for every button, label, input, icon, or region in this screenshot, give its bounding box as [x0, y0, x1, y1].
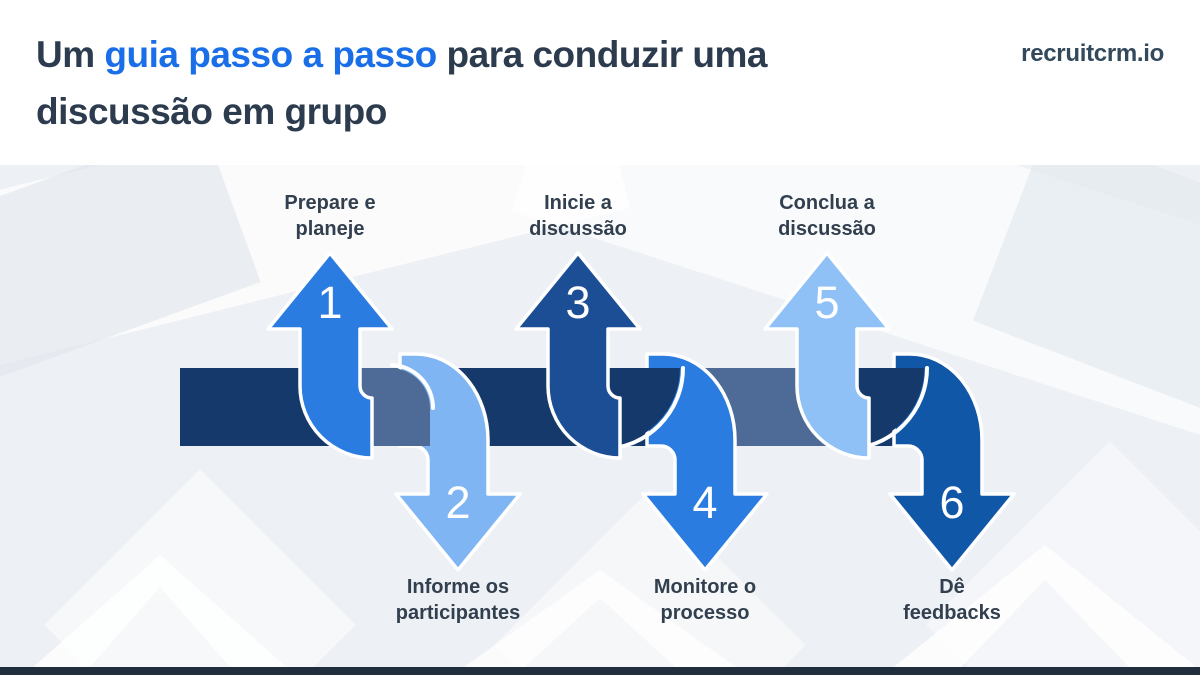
- step-4-number: 4: [692, 477, 718, 528]
- title-highlight: guia passo a passo: [104, 34, 437, 75]
- step-5-arrow: [763, 251, 891, 460]
- step-1-arrow: [266, 251, 394, 460]
- page-title: Um guia passo a passo para conduzir uma …: [36, 26, 768, 140]
- step-2-number: 2: [445, 477, 471, 528]
- step-label-line: Monitore o: [653, 576, 757, 598]
- step-label-line: participantes: [395, 602, 521, 624]
- brand-logo: recruitcrm.io: [1021, 40, 1164, 67]
- step-label-line: discussão: [529, 218, 627, 240]
- title-line2: discussão em grupo: [36, 91, 387, 132]
- step-label-line: Conclua a: [779, 192, 875, 214]
- ribbon-fold-highlight: [390, 363, 436, 410]
- title-line1: Um guia passo a passo para conduzir uma: [36, 26, 768, 83]
- title-text-pre: Um: [36, 34, 105, 75]
- step-2-label: Informe os participantes: [343, 574, 573, 626]
- step-6-arrow: [888, 352, 1016, 572]
- step-label-line: processo: [660, 602, 750, 624]
- step-4-label: Monitore o processo: [590, 574, 820, 626]
- bottom-accent-bar: [0, 667, 1200, 675]
- step-6-label: Dê feedbacks: [837, 574, 1067, 626]
- step-3-label: Inicie a discussão: [463, 190, 693, 242]
- step-1-label: Prepare e planeje: [215, 190, 445, 242]
- ribbon-band-corner: [358, 368, 430, 446]
- step-label-line: Dê: [939, 576, 965, 598]
- step-3-arrow: [514, 251, 642, 460]
- step-label-line: Inicie a: [544, 192, 612, 214]
- step-5-label: Conclua a discussão: [712, 190, 942, 242]
- step-5-number: 5: [814, 277, 840, 328]
- step-label-line: feedbacks: [903, 602, 1001, 624]
- step-label-line: discussão: [778, 218, 876, 240]
- step-3-number: 3: [565, 277, 591, 328]
- step-label-line: Prepare e: [284, 192, 376, 214]
- step-label-line: Informe os: [406, 576, 510, 598]
- step-1-number: 1: [317, 277, 343, 328]
- title-text-post: para conduzir uma: [436, 34, 768, 75]
- step-label-line: planeje: [295, 218, 365, 240]
- step-6-number: 6: [939, 477, 965, 528]
